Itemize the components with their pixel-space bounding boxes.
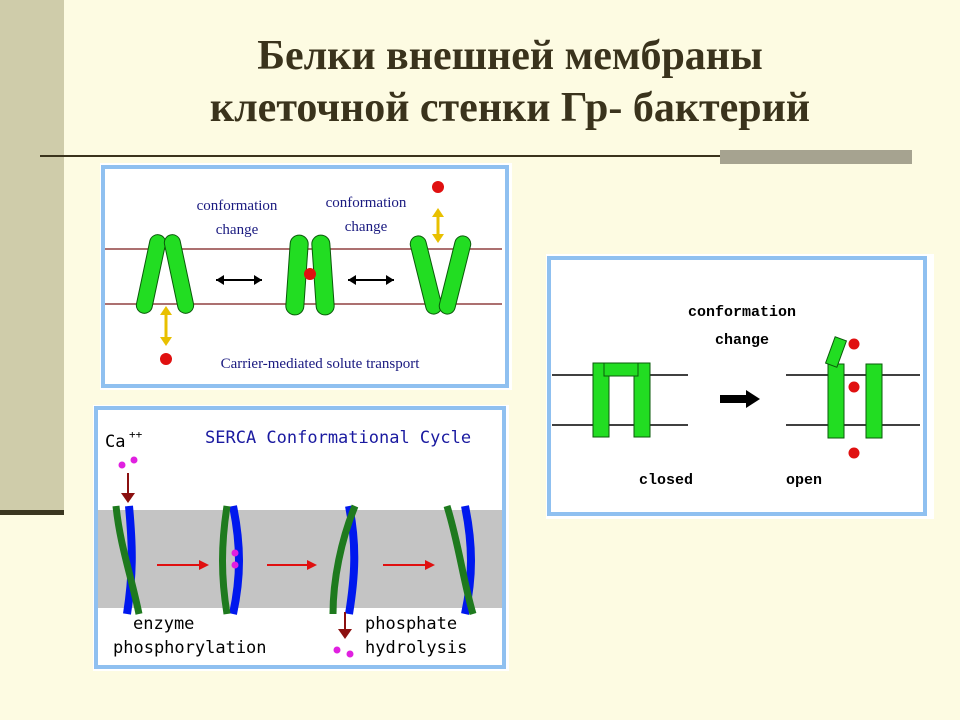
channel-conformation-label-a: conformation [688, 304, 796, 321]
arrowhead-left [348, 275, 356, 285]
title-line-2: клеточной стенки Гр- бактерий [209, 85, 811, 131]
conformation-label-2a: conformation [326, 195, 407, 211]
carrier-caption: Carrier-mediated solute transport [221, 356, 421, 372]
blue-helix [229, 505, 243, 615]
serca-diagram: SERCA Conformational Cycle Ca ++ [94, 406, 506, 669]
yellow-arrowhead-down [160, 337, 172, 346]
red-arrow-2 [267, 560, 317, 570]
carrier-helix-right [163, 234, 195, 314]
step1-label-a: enzyme [133, 614, 194, 634]
green-helix [329, 504, 359, 615]
serca-state-1 [112, 505, 143, 615]
step2-label-b: hydrolysis [365, 638, 467, 658]
serca-state-2 [219, 505, 243, 615]
channel-panel: conformation change closed open [546, 254, 934, 519]
phosphate-dot [346, 650, 354, 658]
green-helix [112, 505, 143, 615]
green-helix [219, 505, 231, 615]
ca-ion-dot [130, 456, 138, 464]
phosphate-exit-arrowhead [338, 629, 352, 639]
phosphate-dot [333, 646, 341, 654]
arrowhead-right [254, 275, 262, 285]
closed-channel: closed [552, 362, 693, 489]
yellow-arrowhead-up [160, 306, 172, 315]
ion-dot-middle [848, 381, 860, 393]
channel-conformation-label-b: change [715, 332, 769, 349]
title-rule [40, 155, 910, 157]
step2-label-a: phosphate [365, 614, 457, 634]
solute-dot [432, 181, 444, 193]
blue-helix [123, 505, 136, 615]
serca-state-4 [443, 504, 477, 615]
left-decorative-band [0, 0, 64, 514]
open-channel: open [786, 336, 920, 489]
serca-title: SERCA Conformational Cycle [205, 428, 471, 448]
yellow-arrowhead-down [432, 234, 444, 243]
ion-dot-bottom [848, 447, 860, 459]
ca-entry-arrowhead [121, 493, 135, 503]
open-helix-left [827, 363, 845, 439]
ca-ion-dot [118, 461, 126, 469]
open-label: open [786, 472, 822, 489]
bound-ca-dot [231, 561, 239, 569]
carrier-helix-left [409, 235, 443, 315]
ca-ion-label: Ca [105, 432, 125, 452]
closed-helix-right [633, 362, 651, 438]
bound-ca-dot [231, 549, 239, 557]
arrowhead-left [216, 275, 224, 285]
title-accent-bar [720, 150, 912, 164]
arrowhead [425, 560, 435, 570]
solute-dot [304, 268, 316, 280]
serca-panel: SERCA Conformational Cycle Ca ++ [93, 405, 509, 671]
step1-label-b: phosphorylation [113, 638, 267, 658]
red-arrow-1 [157, 560, 209, 570]
open-gate-flap [824, 336, 848, 368]
equilibrium-arrow-1 [216, 275, 262, 285]
panel-frame [94, 406, 506, 669]
carrier-helix-left [135, 234, 167, 314]
carrier-transport-panel: conformation change conformation change [100, 163, 512, 390]
conformation-label-2b: change [345, 219, 388, 235]
closed-helix-left [592, 362, 610, 438]
carrier-transport-diagram: conformation change conformation change [101, 165, 509, 388]
arrowhead-right [386, 275, 394, 285]
open-helix-right [865, 363, 883, 439]
channel-diagram: conformation change closed open [547, 256, 927, 516]
ca-charge-label: ++ [129, 428, 143, 441]
solute-dot [160, 353, 172, 365]
arrow-shaft [720, 395, 748, 403]
conformation-label-1a: conformation [197, 198, 278, 214]
slide-title: Белки внешней мембраны клеточной стенки … [80, 30, 940, 134]
ion-dot-top [848, 338, 860, 350]
equilibrium-arrow-2 [348, 275, 394, 285]
panel-frame [547, 256, 927, 516]
arrowhead [307, 560, 317, 570]
membrane-band [98, 510, 502, 608]
panel-frame [101, 165, 509, 388]
red-arrow-3 [383, 560, 435, 570]
green-helix [443, 504, 477, 615]
serca-state-3 [329, 504, 359, 615]
transition-arrow [720, 390, 760, 408]
carrier-state-3 [409, 181, 472, 315]
left-band-edge [0, 510, 64, 515]
title-line-1: Белки внешней мембраны [257, 33, 763, 79]
arrowhead [199, 560, 209, 570]
carrier-helix-right [438, 235, 472, 315]
carrier-state-2 [285, 234, 335, 316]
arrowhead [746, 390, 760, 408]
yellow-arrowhead-up [432, 208, 444, 217]
conformation-label-1b: change [216, 222, 259, 238]
closed-gate-lid [603, 362, 639, 377]
closed-label: closed [639, 472, 693, 489]
carrier-state-1 [135, 234, 195, 365]
